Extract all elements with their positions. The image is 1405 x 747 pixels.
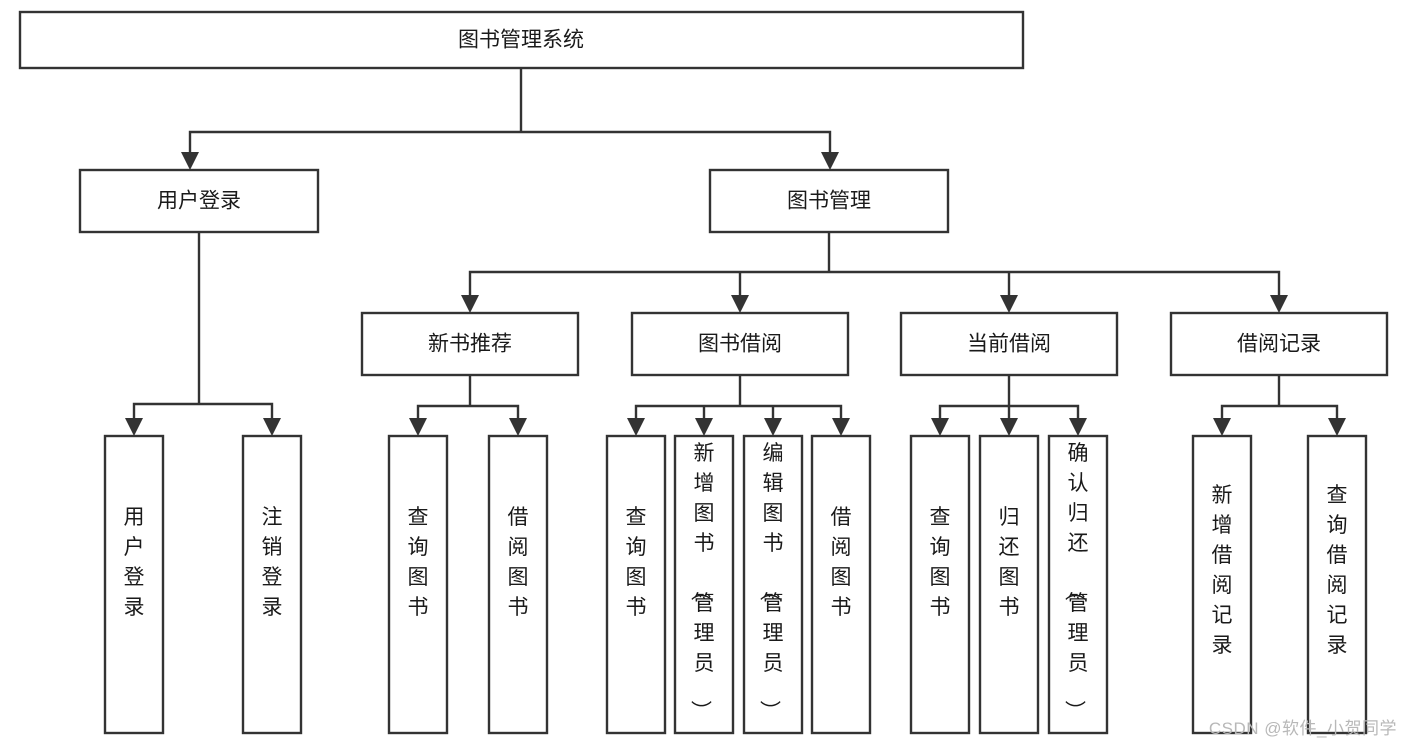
arrowhead-leaf-query-book-2 (627, 418, 645, 436)
node-leaf-add-book-label: 新增图书（管理员） (689, 442, 715, 721)
arrowhead-leaf-confirm-return (1069, 418, 1087, 436)
arrowhead-leaf-query-book-1 (409, 418, 427, 436)
edge-root-to-level2 (188, 66, 832, 156)
node-leaf-borrow-book-2-box[interactable] (810, 434, 872, 735)
node-leaf-return-book[interactable]: 归还图书 (978, 434, 1040, 735)
arrowhead-leaf-borrow-book-2 (832, 418, 850, 436)
node-leaf-query-book-1-label: 查询图书 (408, 506, 429, 619)
edge-bookborrow-to-leaves (634, 373, 843, 422)
node-user-login[interactable]: 用户登录 (78, 168, 320, 234)
node-book-manage[interactable]: 图书管理 (708, 168, 950, 234)
arrowhead-leaf-user-login (125, 418, 143, 436)
node-leaf-logout[interactable]: 注销登录 (241, 434, 303, 735)
node-new-book-rec[interactable]: 新书推荐 (360, 311, 580, 377)
node-leaf-user-login[interactable]: 用户登录 (103, 434, 165, 735)
node-leaf-edit-book[interactable]: 编辑图书（管理员） (742, 434, 804, 735)
node-leaf-borrow-book-1-label: 借阅图书 (508, 506, 529, 619)
arrowhead-leaf-edit-book (764, 418, 782, 436)
node-leaf-borrow-book-1[interactable]: 借阅图书 (487, 434, 549, 735)
arrowhead-current-borrow (1000, 295, 1018, 313)
node-leaf-query-book-3[interactable]: 查询图书 (909, 434, 971, 735)
node-leaf-return-book-box[interactable] (978, 434, 1040, 735)
arrowhead-leaf-add-record (1213, 418, 1231, 436)
node-leaf-logout-box[interactable] (241, 434, 303, 735)
edge-borrowrecord-to-leaves (1220, 373, 1339, 422)
node-current-borrow-box[interactable] (899, 311, 1119, 377)
node-leaf-query-record-box[interactable] (1306, 434, 1368, 735)
arrowhead-leaf-add-book (695, 418, 713, 436)
node-leaf-query-book-2-box[interactable] (605, 434, 667, 735)
node-borrow-record[interactable]: 借阅记录 (1169, 311, 1389, 377)
node-new-book-rec-box[interactable] (360, 311, 580, 377)
node-root[interactable]: 图书管理系统 (18, 10, 1025, 70)
node-leaf-query-record[interactable]: 查询借阅记录 (1306, 434, 1368, 735)
arrowhead-new-book-rec (461, 295, 479, 313)
node-leaf-edit-book-box[interactable] (742, 434, 804, 735)
node-leaf-edit-book-label: 编辑图书（管理员） (758, 442, 784, 721)
node-leaf-add-book-box[interactable] (673, 434, 735, 735)
node-leaf-logout-label: 注销登录 (262, 506, 283, 619)
node-leaf-user-login-box[interactable] (103, 434, 165, 735)
arrowhead-leaf-logout (263, 418, 281, 436)
node-leaf-confirm-return-box[interactable] (1047, 434, 1109, 735)
node-leaf-user-login-label: 用户登录 (124, 506, 145, 619)
node-leaf-return-book-label: 归还图书 (999, 506, 1020, 619)
node-root-box[interactable] (18, 10, 1025, 70)
node-leaf-borrow-book-2-label: 借阅图书 (831, 506, 852, 619)
arrowhead-leaf-return-book (1000, 418, 1018, 436)
node-leaf-query-book-1[interactable]: 查询图书 (387, 434, 449, 735)
node-book-manage-box[interactable] (708, 168, 950, 234)
connector-layer (125, 66, 1346, 436)
node-leaf-query-book-1-box[interactable] (387, 434, 449, 735)
node-book-borrow[interactable]: 图书借阅 (630, 311, 850, 377)
node-leaf-query-book-2-label: 查询图书 (626, 506, 647, 619)
node-borrow-record-box[interactable] (1169, 311, 1389, 377)
node-book-borrow-box[interactable] (630, 311, 850, 377)
arrowhead-user-login (181, 152, 199, 170)
arrowhead-leaf-query-book-3 (931, 418, 949, 436)
node-user-login-box[interactable] (78, 168, 320, 234)
edge-userlogin-to-leaves (132, 230, 274, 422)
node-current-borrow[interactable]: 当前借阅 (899, 311, 1119, 377)
node-leaf-add-record[interactable]: 新增借阅记录 (1191, 434, 1253, 735)
node-leaf-borrow-book-2[interactable]: 借阅图书 (810, 434, 872, 735)
node-leaf-borrow-book-1-box[interactable] (487, 434, 549, 735)
node-leaf-add-record-label: 新增借阅记录 (1212, 484, 1233, 657)
edge-newbook-to-leaves (416, 373, 520, 422)
node-root-label: 图书管理系统 (458, 29, 584, 52)
node-leaf-add-book[interactable]: 新增图书（管理员） (673, 434, 735, 735)
node-borrow-record-label: 借阅记录 (1237, 333, 1321, 356)
node-leaf-add-record-box[interactable] (1191, 434, 1253, 735)
node-book-borrow-label: 图书借阅 (698, 333, 782, 356)
node-leaf-confirm-return[interactable]: 确认归还（管理员） (1047, 434, 1109, 735)
node-leaf-query-book-3-box[interactable] (909, 434, 971, 735)
arrowhead-book-borrow (731, 295, 749, 313)
arrowhead-leaf-borrow-book-1 (509, 418, 527, 436)
arrowhead-leaf-query-record (1328, 418, 1346, 436)
node-leaf-query-record-label: 查询借阅记录 (1327, 484, 1348, 657)
arrowhead-borrow-record (1270, 295, 1288, 313)
node-current-borrow-label: 当前借阅 (967, 333, 1051, 356)
node-user-login-label: 用户登录 (157, 190, 241, 213)
arrowhead-book-manage (821, 152, 839, 170)
node-leaf-confirm-return-label: 确认归还（管理员） (1063, 442, 1089, 721)
node-leaf-query-book-2[interactable]: 查询图书 (605, 434, 667, 735)
node-book-manage-label: 图书管理 (787, 190, 871, 213)
node-new-book-rec-label: 新书推荐 (428, 333, 512, 356)
node-leaf-query-book-3-label: 查询图书 (930, 506, 951, 619)
edge-bookmanage-to-level3 (468, 230, 1281, 299)
edge-currentborrow-to-leaves (938, 373, 1080, 422)
